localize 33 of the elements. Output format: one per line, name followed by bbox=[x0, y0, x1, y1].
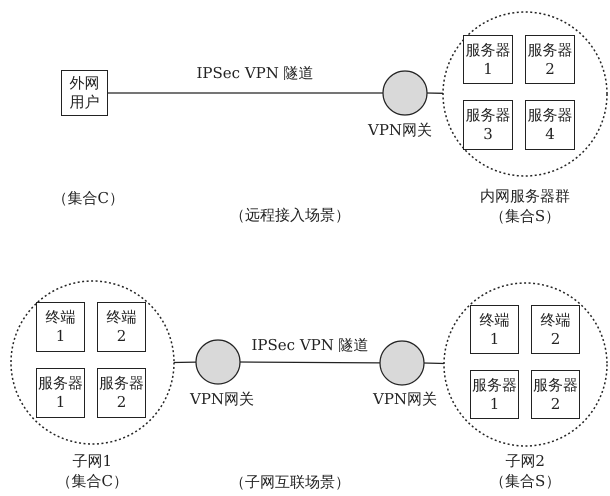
node-caption: 内网服务器群 （集合S） bbox=[480, 186, 570, 226]
device-box: 终端1 bbox=[36, 302, 85, 352]
device-box: 外网用户 bbox=[61, 70, 108, 116]
device-box: 服务器3 bbox=[463, 100, 513, 150]
device-box: 服务器2 bbox=[525, 35, 575, 84]
device-box: 终端2 bbox=[97, 302, 146, 352]
node-caption: VPN网关 bbox=[368, 120, 432, 140]
connector-line bbox=[174, 361, 196, 364]
connector-line bbox=[108, 92, 383, 94]
node-caption: VPN网关 bbox=[190, 389, 254, 410]
gateway-circle bbox=[195, 339, 241, 385]
device-box: 服务器1 bbox=[463, 35, 513, 84]
device-box: 服务器2 bbox=[97, 368, 146, 418]
scenario-caption: （集合C） bbox=[52, 188, 124, 208]
device-box: 服务器2 bbox=[531, 370, 580, 419]
device-box: 服务器4 bbox=[525, 100, 575, 150]
connector-line bbox=[240, 361, 380, 364]
device-box: 终端2 bbox=[531, 305, 580, 354]
network-group-circle bbox=[442, 11, 608, 177]
device-box: 服务器1 bbox=[36, 368, 85, 418]
device-box: 终端1 bbox=[470, 305, 519, 354]
scenario-caption: （子网互联场景） bbox=[230, 472, 350, 492]
connector-line bbox=[426, 92, 444, 94]
device-box: 服务器1 bbox=[470, 370, 519, 419]
gateway-circle bbox=[382, 70, 428, 116]
network-group-circle bbox=[443, 282, 608, 447]
node-caption: 子网2 （集合S） bbox=[490, 451, 560, 492]
node-caption: 子网1 （集合C） bbox=[56, 451, 128, 492]
gateway-circle bbox=[379, 340, 425, 386]
node-caption: VPN网关 bbox=[373, 389, 438, 410]
scenario-caption: （远程接入场景） bbox=[230, 205, 350, 226]
connector-line bbox=[424, 362, 444, 364]
network-group-circle bbox=[10, 280, 175, 445]
